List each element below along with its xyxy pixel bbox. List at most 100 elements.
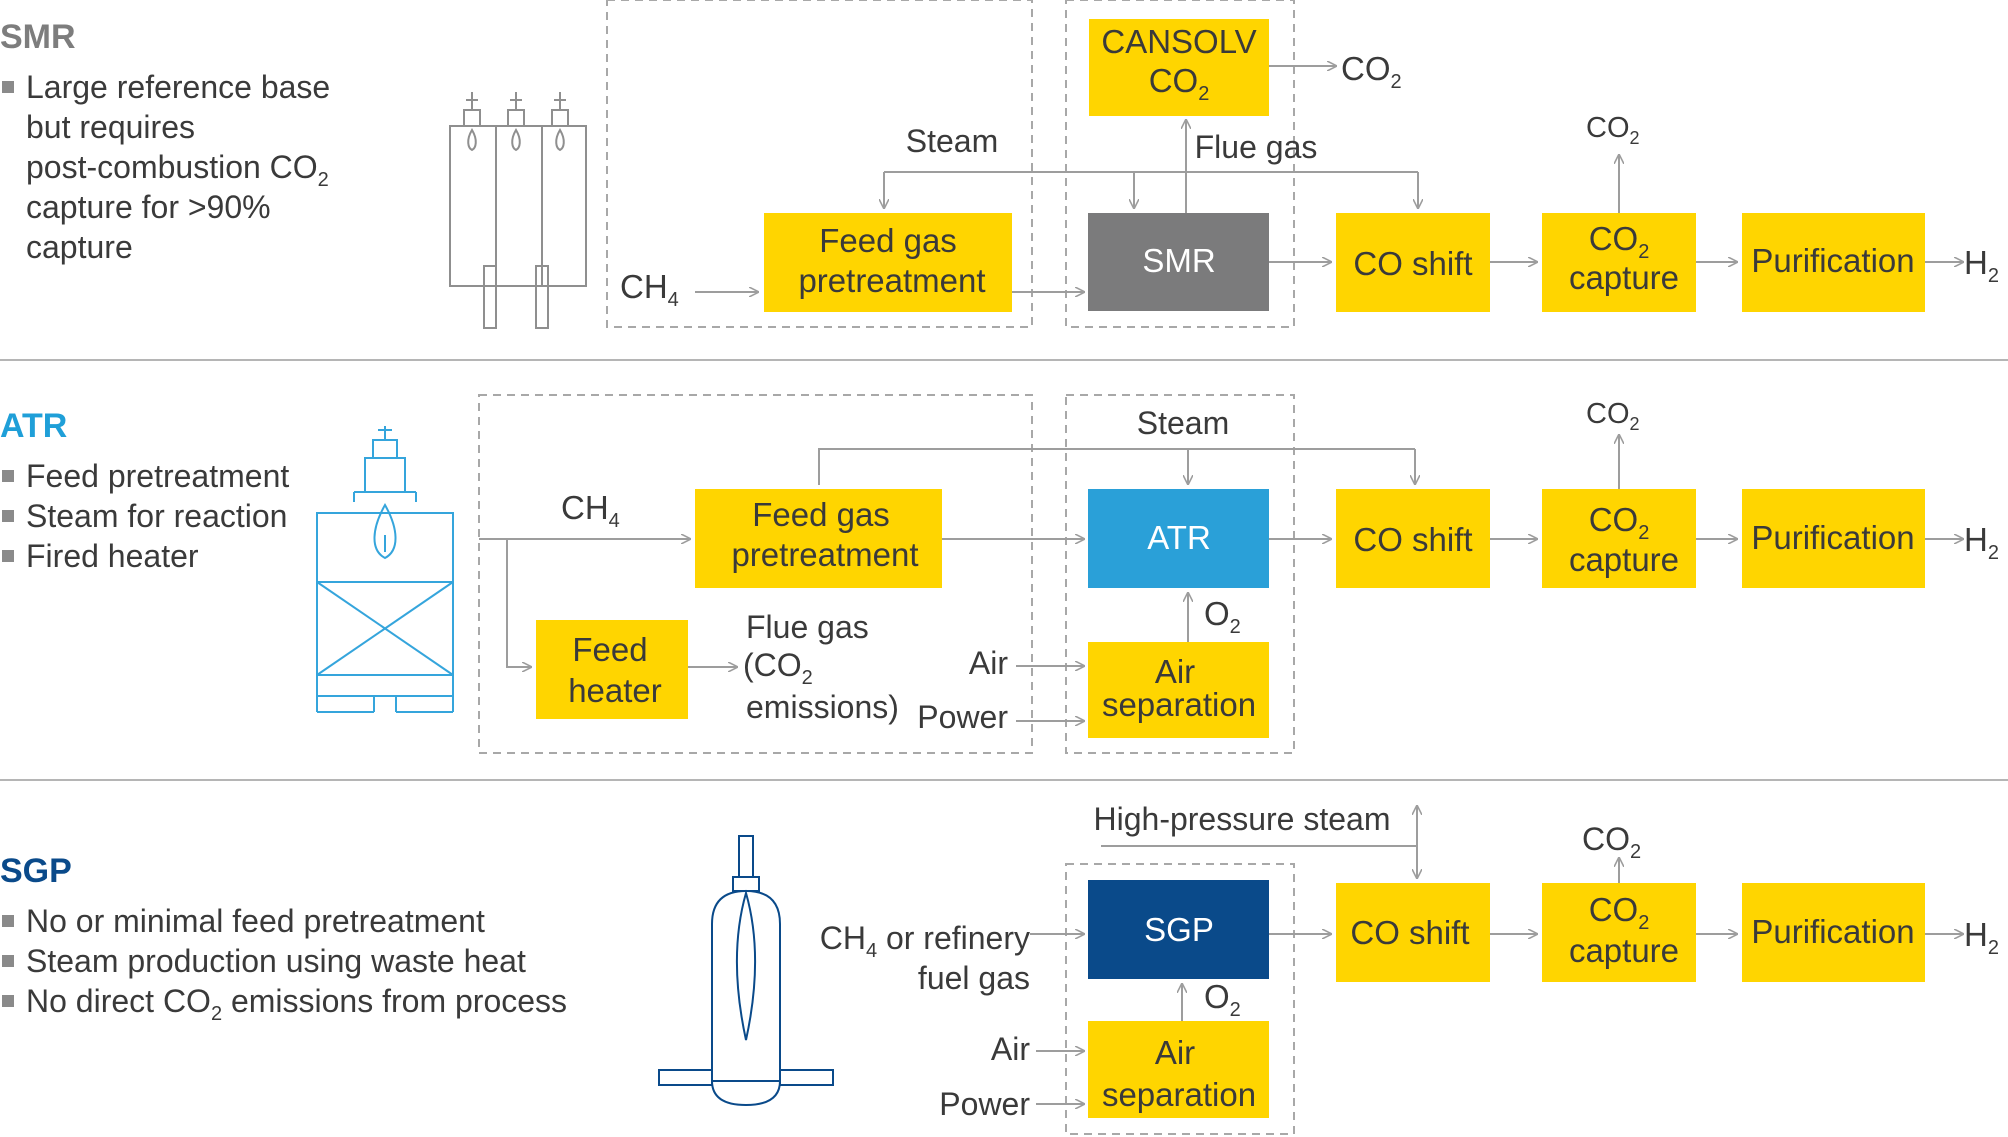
feed-label: CH4 [620, 268, 679, 311]
bullet-text: Fired heater [26, 538, 199, 574]
air-separation-label: separation [1102, 1076, 1256, 1113]
co-shift-box [1336, 883, 1490, 982]
smr-furnace-icon [449, 92, 587, 329]
sgp-heading: SGP [0, 852, 72, 890]
co2-capture-label: CO2 [1589, 891, 1650, 934]
pretreatment-boundary [606, 0, 1033, 328]
heater-feed-line [506, 539, 531, 667]
air-separation-box [1088, 642, 1269, 738]
co-shift-label: CO shift [1350, 914, 1469, 951]
cansolv-label: CO2 [1149, 62, 1210, 105]
bullet-text: Steam production using waste heat [26, 943, 526, 979]
air-separation-label: Air [1155, 1034, 1195, 1071]
flue-gas-label: emissions) [746, 689, 899, 725]
power-label: Power [917, 699, 1008, 735]
atr-flow-lines [479, 435, 1963, 721]
smr-bullets: Large reference base but requires post-c… [2, 69, 330, 265]
bullet-text: Large reference base [26, 69, 330, 105]
atr-bullets: Feed pretreatment Steam for reaction Fir… [2, 458, 289, 574]
h2-output: H2 [1964, 521, 1999, 564]
hp-steam-label: High-pressure steam [1094, 801, 1391, 837]
purification-box [1742, 883, 1925, 982]
bullet-marker [2, 915, 14, 927]
sgp-reactor-box [1088, 880, 1269, 979]
sgp-reactor-label: SGP [1144, 911, 1214, 948]
capture-co2-output: CO2 [1586, 398, 1640, 434]
flue-gas-label: (CO2 [743, 647, 813, 689]
capture-co2-output: CO2 [1582, 821, 1641, 863]
bullet-marker [2, 81, 14, 93]
atr-reactor-label: ATR [1147, 519, 1211, 556]
sgp-gasifier-icon [658, 835, 834, 1107]
co2-capture-box [1542, 883, 1696, 982]
steam-line [818, 448, 1415, 485]
bullet-marker [2, 955, 14, 967]
feed-heater-box [536, 620, 688, 719]
flue-gas-label: Flue gas [746, 609, 869, 645]
bullet-text: No or minimal feed pretreatment [26, 903, 485, 939]
purification-box [1742, 489, 1925, 588]
smr-section: SMR Large reference base but requires po… [0, 0, 1999, 329]
co-shift-box [1336, 213, 1490, 312]
smr-flow-lines [695, 66, 1963, 292]
sgp-flow-lines [1030, 806, 1963, 1104]
sgp-section: SGP No or minimal feed pretreatment Stea… [0, 801, 1999, 1135]
bullet-text: Steam for reaction [26, 498, 287, 534]
purification-label: Purification [1751, 913, 1914, 950]
cansolv-box [1089, 19, 1269, 116]
air-separation-label: separation [1102, 686, 1256, 723]
capture-co2-output: CO2 [1586, 112, 1640, 148]
co2-capture-label: capture [1569, 541, 1679, 578]
purification-label: Purification [1751, 242, 1914, 279]
cansolv-co2-output: CO2 [1341, 50, 1402, 93]
bullet-text: but requires [26, 109, 195, 145]
bullet-text: post-combustion CO2 [26, 149, 329, 191]
bullet-marker [2, 470, 14, 482]
air-separation-box [1088, 1021, 1269, 1118]
flue-gas-label: Flue gas [1195, 129, 1318, 165]
bullet-marker [2, 995, 14, 1007]
sgp-bullets: No or minimal feed pretreatment Steam pr… [2, 903, 567, 1025]
feed-heater-label: heater [568, 672, 662, 709]
purification-label: Purification [1751, 519, 1914, 556]
h2-output: H2 [1964, 916, 1999, 959]
reactor-boundary [1065, 394, 1295, 754]
pretreatment-label: Feed gas [819, 222, 957, 259]
pretreatment-label: pretreatment [798, 262, 985, 299]
reactor-boundary [1065, 863, 1295, 1135]
co2-capture-label: capture [1569, 932, 1679, 969]
feed-heater-label: Feed [572, 631, 647, 668]
steam-label: Steam [906, 123, 998, 159]
bullet-text: No direct CO2 emissions from process [26, 983, 567, 1025]
steam-label: Steam [1137, 405, 1229, 441]
bullet-marker [2, 510, 14, 522]
co2-capture-box [1542, 213, 1696, 312]
co-shift-label: CO shift [1353, 521, 1472, 558]
smr-heading: SMR [0, 18, 76, 56]
o2-label: O2 [1204, 978, 1241, 1021]
purification-box [1742, 213, 1925, 312]
air-label: Air [969, 645, 1008, 681]
pretreatment-boundary [478, 394, 1033, 754]
atr-section: ATR Feed pretreatment Steam for reaction… [0, 394, 1999, 754]
co-shift-box [1336, 489, 1490, 588]
smr-reactor-label: SMR [1142, 242, 1215, 279]
co2-capture-label: capture [1569, 259, 1679, 296]
o2-label: O2 [1204, 595, 1241, 638]
co2-capture-label: CO2 [1589, 220, 1650, 263]
atr-heading: ATR [0, 407, 67, 445]
bullet-text: capture for >90% [26, 189, 271, 225]
feed-gas-pretreatment-box [695, 489, 942, 588]
feed-gas-pretreatment-box [764, 213, 1012, 312]
bullet-text: Feed pretreatment [26, 458, 289, 494]
feed-label: CH4 [561, 489, 620, 532]
smr-reactor-box [1088, 213, 1269, 311]
co2-capture-label: CO2 [1589, 501, 1650, 544]
pretreatment-label: Feed gas [752, 496, 890, 533]
air-label: Air [991, 1031, 1030, 1067]
cansolv-label: CANSOLV [1101, 23, 1256, 60]
co-shift-label: CO shift [1353, 245, 1472, 282]
atr-reactor-box [1088, 489, 1269, 588]
h2-output: H2 [1964, 244, 1999, 287]
